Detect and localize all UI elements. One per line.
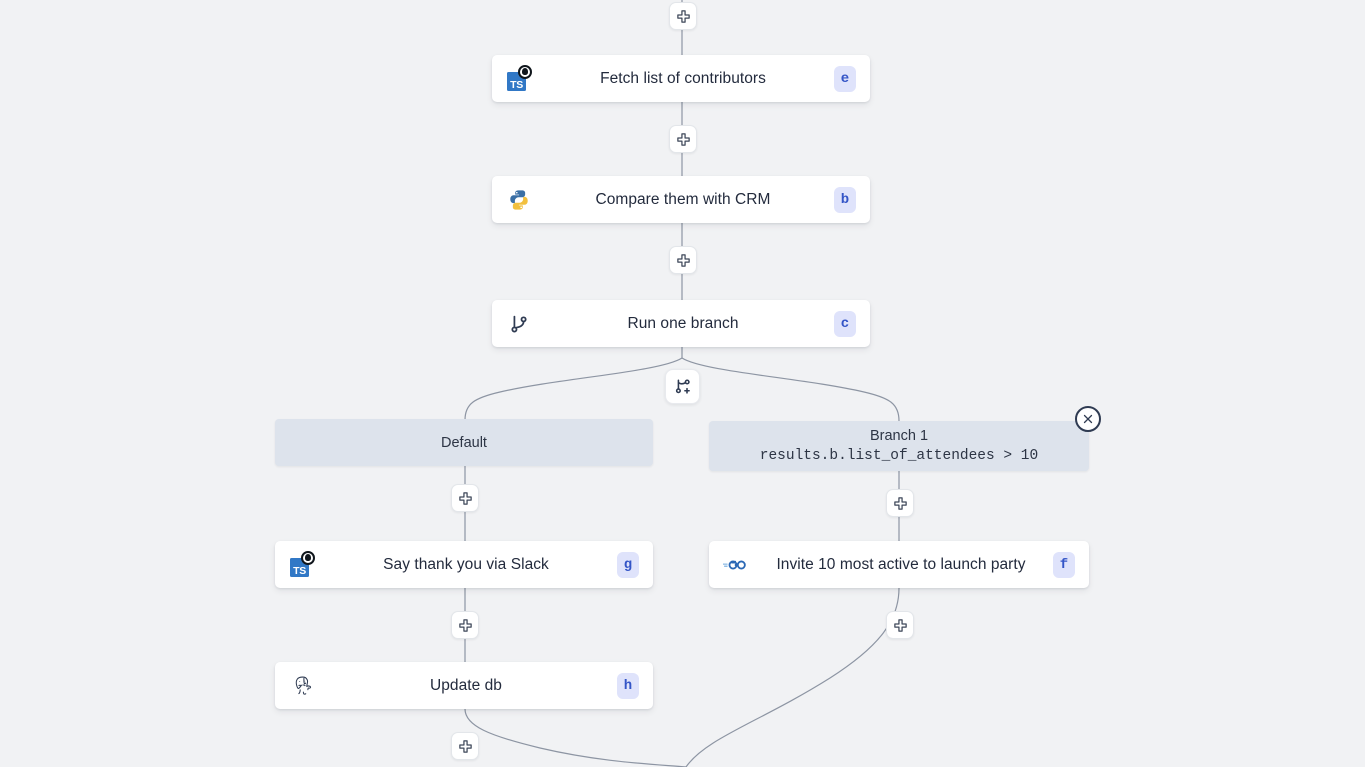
node-badge: e <box>834 65 856 92</box>
edge-split-branch1 <box>681 357 900 422</box>
typescript-deno-icon: TS <box>506 64 532 92</box>
node-badge: h <box>617 672 639 699</box>
node-badge: c <box>834 310 856 337</box>
workflow-node-b[interactable]: Compare them with CRM b <box>492 176 870 223</box>
remove-branch-button[interactable] <box>1075 406 1101 432</box>
node-label: Run one branch <box>627 314 739 332</box>
node-label: Compare them with CRM <box>595 190 771 208</box>
python-icon <box>506 187 532 213</box>
workflow-node-f[interactable]: Invite 10 most active to launch party f <box>709 541 1089 588</box>
node-label: Update db <box>430 676 502 694</box>
add-step-after-e-button[interactable] <box>669 125 697 153</box>
branch-title: Default <box>441 434 487 451</box>
node-label: Say thank you via Slack <box>383 555 549 573</box>
add-step-after-g-button[interactable] <box>451 611 479 639</box>
branch-header-branch-1[interactable]: Branch 1 results.b.list_of_attendees > 1… <box>709 421 1089 471</box>
edge-h-join <box>464 708 687 767</box>
edge-f-join <box>685 587 900 767</box>
node-label: Invite 10 most active to launch party <box>776 555 1026 573</box>
typescript-deno-icon: TS <box>289 550 315 578</box>
go-icon <box>723 552 749 578</box>
add-step-after-b-button[interactable] <box>669 246 697 274</box>
node-label: Fetch list of contributors <box>600 69 766 87</box>
edge-split-default <box>464 357 683 421</box>
node-badge: g <box>617 551 639 578</box>
git-branch-icon <box>506 311 532 337</box>
workflow-node-h[interactable]: Update db h <box>275 662 653 709</box>
branch-title: Branch 1 <box>869 427 929 444</box>
workflow-node-e[interactable]: TS Fetch list of contributors e <box>492 55 870 102</box>
node-badge: f <box>1053 551 1075 578</box>
add-step-after-f-button[interactable] <box>886 611 914 639</box>
node-badge: b <box>834 186 856 213</box>
branch-header-default[interactable]: Default <box>275 419 653 466</box>
postgresql-icon <box>289 673 315 699</box>
branch-expression: results.b.list_of_attendees > 10 <box>759 447 1039 464</box>
workflow-node-c[interactable]: Run one branch c <box>492 300 870 347</box>
workflow-node-g[interactable]: TS Say thank you via Slack g <box>275 541 653 588</box>
add-branch-button[interactable] <box>665 369 700 404</box>
add-step-after-h-button[interactable] <box>451 732 479 760</box>
add-step-default-before-g-button[interactable] <box>451 484 479 512</box>
add-step-branch1-before-f-button[interactable] <box>886 489 914 517</box>
add-step-top-button[interactable] <box>669 2 697 30</box>
